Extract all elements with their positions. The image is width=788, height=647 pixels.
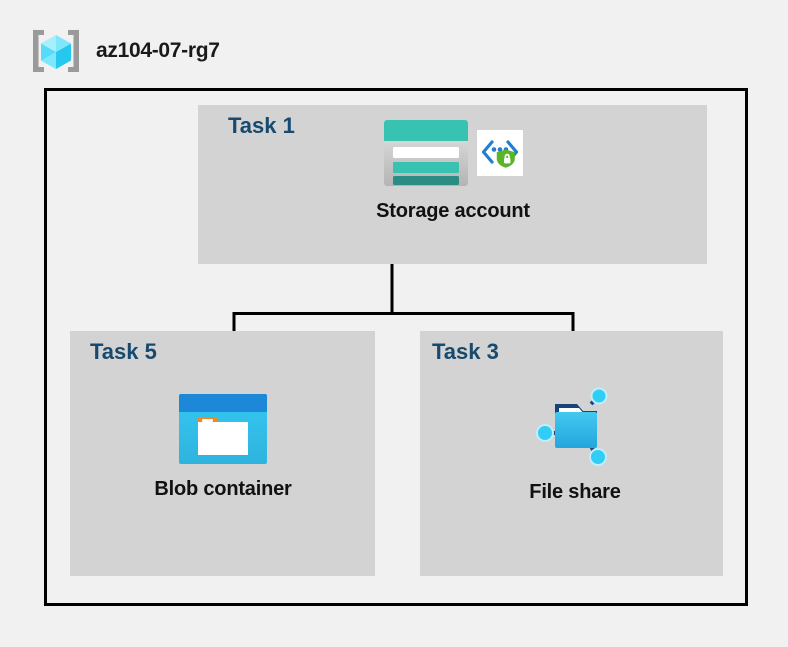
resource-group-cube-icon: [30, 27, 82, 75]
resource-group-name: az104-07-rg7: [96, 39, 220, 62]
blob-container-icon: [178, 393, 268, 470]
file-share-icon: [533, 386, 617, 473]
file-share-caption: File share: [529, 481, 621, 503]
task-box-task-1: Task 1: [198, 105, 707, 264]
resource-group-header: az104-07-rg7: [30, 26, 220, 76]
storage-account-caption: Storage account: [376, 200, 530, 222]
task-label-5: Task 5: [90, 339, 157, 364]
storage-account-icon: [383, 119, 469, 192]
resource-group-boundary: [44, 88, 748, 606]
task-label-3: Task 3: [432, 339, 499, 364]
secure-code-shield-icon: [477, 130, 523, 181]
node-blob-container[interactable]: Blob container: [123, 393, 323, 501]
task-box-task-3: Task 3: [420, 331, 723, 576]
task-box-task-5: Task 5: [70, 331, 375, 576]
task-label-1: Task 1: [228, 113, 295, 138]
storage-account-icon-group: [383, 119, 523, 192]
node-file-share[interactable]: File share: [480, 386, 670, 504]
node-storage-account[interactable]: Storage account: [348, 119, 558, 223]
file-share-icon-group: [533, 386, 617, 473]
blob-container-icon-group: [178, 393, 268, 470]
blob-container-caption: Blob container: [154, 478, 292, 500]
